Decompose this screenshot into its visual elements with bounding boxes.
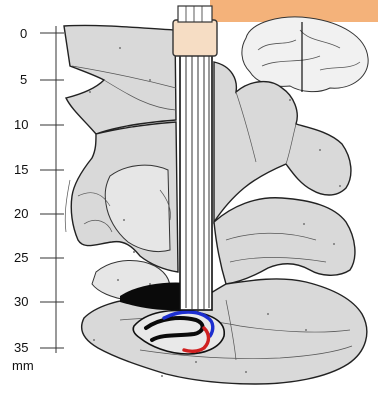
brain-inset-icon	[242, 17, 368, 92]
tick-label-15: 15	[14, 162, 28, 177]
temporal-gyri	[214, 198, 355, 284]
probe-shaft	[180, 52, 212, 310]
probe-cap	[173, 20, 217, 56]
tick-label-35: 35	[14, 340, 28, 355]
cortex-upper-left	[64, 25, 176, 134]
electrode-probe	[173, 6, 217, 312]
tick-label-0: 0	[20, 26, 27, 41]
tick-label-30: 30	[14, 294, 28, 309]
tick-label-5: 5	[20, 72, 27, 87]
tick-label-25: 25	[14, 250, 28, 265]
tick-label-20: 20	[14, 206, 28, 221]
tick-label-10: 10	[14, 117, 28, 132]
unit-label: mm	[12, 358, 34, 373]
ruler-ticks	[40, 33, 64, 348]
depth-ruler: 0 5 10 15 20 25 30 35 mm	[12, 26, 64, 373]
probe-cap-top	[178, 6, 212, 22]
